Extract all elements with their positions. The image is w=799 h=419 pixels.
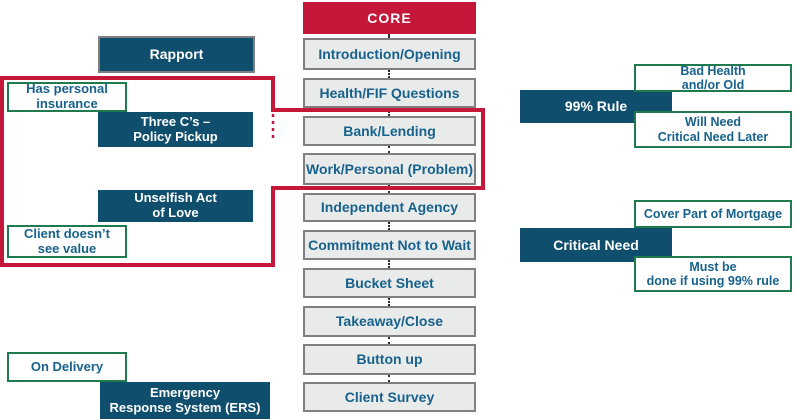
step-independent-agency: Independent Agency — [303, 193, 476, 222]
step-takeaway-close: Takeaway/Close — [303, 306, 476, 337]
will-need-critical-need-later-box: Will Need Critical Need Later — [634, 111, 792, 148]
step-label: Bucket Sheet — [345, 274, 434, 291]
topic-label-line: Unselfish Act — [134, 190, 217, 206]
step-label: Commitment Not to Wait — [308, 236, 471, 253]
unselfish-act-of-love-box: Unselfish Act of Love — [98, 190, 253, 222]
topic-label: Critical Need — [553, 236, 639, 253]
note-label-line: Will Need — [684, 115, 742, 130]
note-label-line: done if using 99% rule — [646, 274, 780, 288]
note-label-line: and/or Old — [681, 78, 745, 92]
core-header-box: CORE — [303, 2, 476, 34]
dotted-connector — [388, 34, 390, 38]
step-health-fif-questions: Health/FIF Questions — [303, 78, 476, 108]
topic-label-line: of Love — [152, 205, 199, 220]
note-label-line: see value — [37, 240, 97, 256]
step-commitment-not-to-wait: Commitment Not to Wait — [303, 230, 476, 260]
cover-part-of-mortgage-box: Cover Part of Mortgage — [634, 200, 792, 228]
dotted-connector — [388, 108, 390, 116]
step-bank-lending: Bank/Lending — [303, 116, 476, 146]
dotted-connector — [388, 185, 390, 193]
step-label: Bank/Lending — [343, 122, 436, 139]
note-label-line: Bad Health — [680, 63, 746, 78]
client-doesnt-see-value-box: Client doesn’t see value — [7, 225, 127, 258]
step-client-survey: Client Survey — [303, 382, 476, 412]
note-label-line: Client doesn’t — [24, 225, 110, 241]
on-delivery-box: On Delivery — [7, 352, 127, 382]
topic-label-line: Three C’s – — [140, 113, 211, 129]
note-label-line: Must be — [689, 259, 737, 274]
has-personal-insurance-box: Has personal insurance — [7, 81, 127, 112]
topic-label-line: Emergency — [149, 384, 221, 400]
step-label: Work/Personal (Problem) — [305, 160, 473, 177]
step-label: Introduction/Opening — [318, 45, 461, 62]
dotted-connector — [388, 70, 390, 78]
three-cs-policy-pickup-box: Three C’s – Policy Pickup — [98, 112, 253, 147]
dotted-connector — [388, 375, 390, 382]
note-label: Cover Part of Mortgage — [643, 206, 783, 221]
must-be-done-99-rule-box: Must be done if using 99% rule — [634, 256, 792, 292]
topic-label-line: Response System (ERS) — [109, 399, 261, 415]
note-label-line: Critical Need Later — [657, 129, 769, 144]
note-label: On Delivery — [30, 358, 104, 374]
dotted-connector — [388, 298, 390, 306]
emergency-response-system-box: Emergency Response System (ERS) — [100, 382, 270, 419]
step-button-up: Button up — [303, 344, 476, 375]
rapport-label: Rapport — [149, 46, 204, 63]
topic-label: 99% Rule — [564, 98, 628, 115]
dotted-connector — [388, 337, 390, 344]
step-label: Independent Agency — [320, 199, 459, 216]
step-introduction-opening: Introduction/Opening — [303, 38, 476, 70]
bad-health-or-old-box: Bad Health and/or Old — [634, 64, 792, 92]
topic-label-line: Policy Pickup — [133, 128, 218, 144]
step-work-personal-problem: Work/Personal (Problem) — [303, 153, 476, 185]
step-label: Button up — [356, 351, 423, 368]
note-label-line: insurance — [36, 96, 98, 111]
step-label: Client Survey — [344, 388, 435, 405]
step-label: Takeaway/Close — [335, 313, 444, 330]
core-header-label: CORE — [367, 9, 412, 26]
note-label-line: Has personal — [26, 81, 108, 97]
dotted-connector — [388, 260, 390, 268]
dotted-connector — [388, 146, 390, 153]
step-bucket-sheet: Bucket Sheet — [303, 268, 476, 298]
rapport-box: Rapport — [98, 36, 255, 73]
dotted-connector — [388, 222, 390, 230]
step-label: Health/FIF Questions — [319, 84, 460, 101]
